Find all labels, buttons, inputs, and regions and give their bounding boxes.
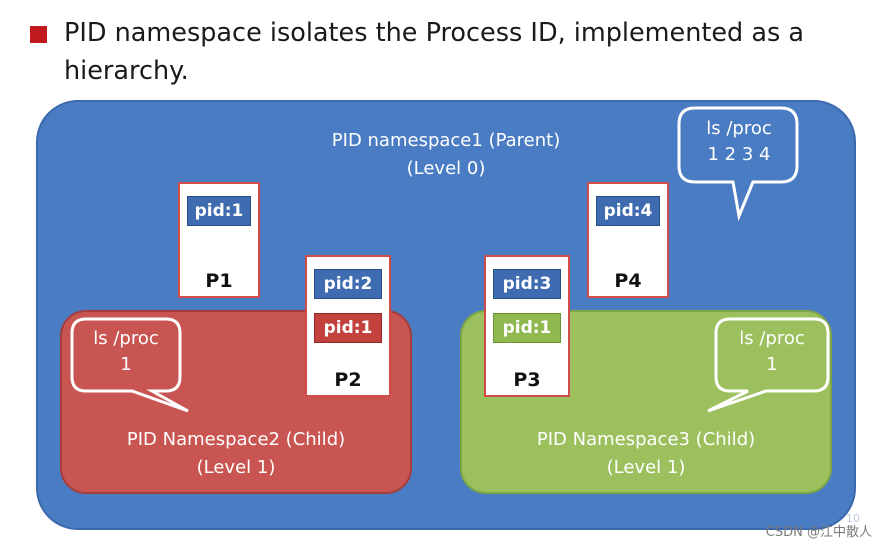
process-p1: pid:1 P1 <box>178 182 260 298</box>
p2-pid-level0: pid:2 <box>314 269 382 299</box>
child2-callout-result: 1 <box>120 354 132 375</box>
bullet-marker-icon <box>30 26 47 43</box>
parent-namespace-label: PID namespace1 (Parent) (Level 0) <box>296 127 596 183</box>
child3-callout: ls /proc 1 <box>716 326 828 378</box>
p4-pid-level0: pid:4 <box>596 196 660 226</box>
child2-namespace-level: (Level 1) <box>196 457 276 478</box>
p3-name: P3 <box>513 369 541 391</box>
child3-namespace-level: (Level 1) <box>606 457 686 478</box>
child3-callout-command: ls /proc <box>739 328 805 349</box>
p4-name: P4 <box>614 270 642 292</box>
child2-callout-command: ls /proc <box>93 328 159 349</box>
parent-namespace-name: PID namespace1 (Parent) <box>331 130 561 151</box>
p2-name: P2 <box>334 369 362 391</box>
parent-namespace-level: (Level 0) <box>406 158 486 179</box>
child3-namespace-name: PID Namespace3 (Child) <box>536 429 756 450</box>
process-p4: pid:4 P4 <box>587 182 669 298</box>
child2-namespace-label: PID Namespace2 (Child) (Level 1) <box>86 426 386 482</box>
parent-callout: ls /proc 1 2 3 4 <box>680 116 798 168</box>
parent-callout-result: 1 2 3 4 <box>707 144 771 165</box>
process-p3: pid:3 pid:1 P3 <box>484 255 570 397</box>
p1-name: P1 <box>205 270 233 292</box>
p1-pid-level0: pid:1 <box>187 196 251 226</box>
parent-speech-bubble-icon <box>677 106 799 222</box>
process-p2: pid:2 pid:1 P2 <box>305 255 391 397</box>
child2-speech-bubble-icon <box>70 317 189 413</box>
watermark: CSDN @江中散人 <box>765 525 872 540</box>
child2-callout: ls /proc 1 <box>74 326 178 378</box>
child3-speech-bubble-icon <box>707 317 830 413</box>
child3-namespace-label: PID Namespace3 (Child) (Level 1) <box>496 426 796 482</box>
child2-namespace-name: PID Namespace2 (Child) <box>126 429 346 450</box>
parent-callout-command: ls /proc <box>706 118 772 139</box>
p3-pid-level0: pid:3 <box>493 269 561 299</box>
bullet-text: PID namespace isolates the Process ID, i… <box>64 18 804 86</box>
p3-pid-level1: pid:1 <box>493 313 561 343</box>
child3-callout-result: 1 <box>766 354 778 375</box>
p2-pid-level1: pid:1 <box>314 313 382 343</box>
page-number: 10 <box>846 512 860 525</box>
